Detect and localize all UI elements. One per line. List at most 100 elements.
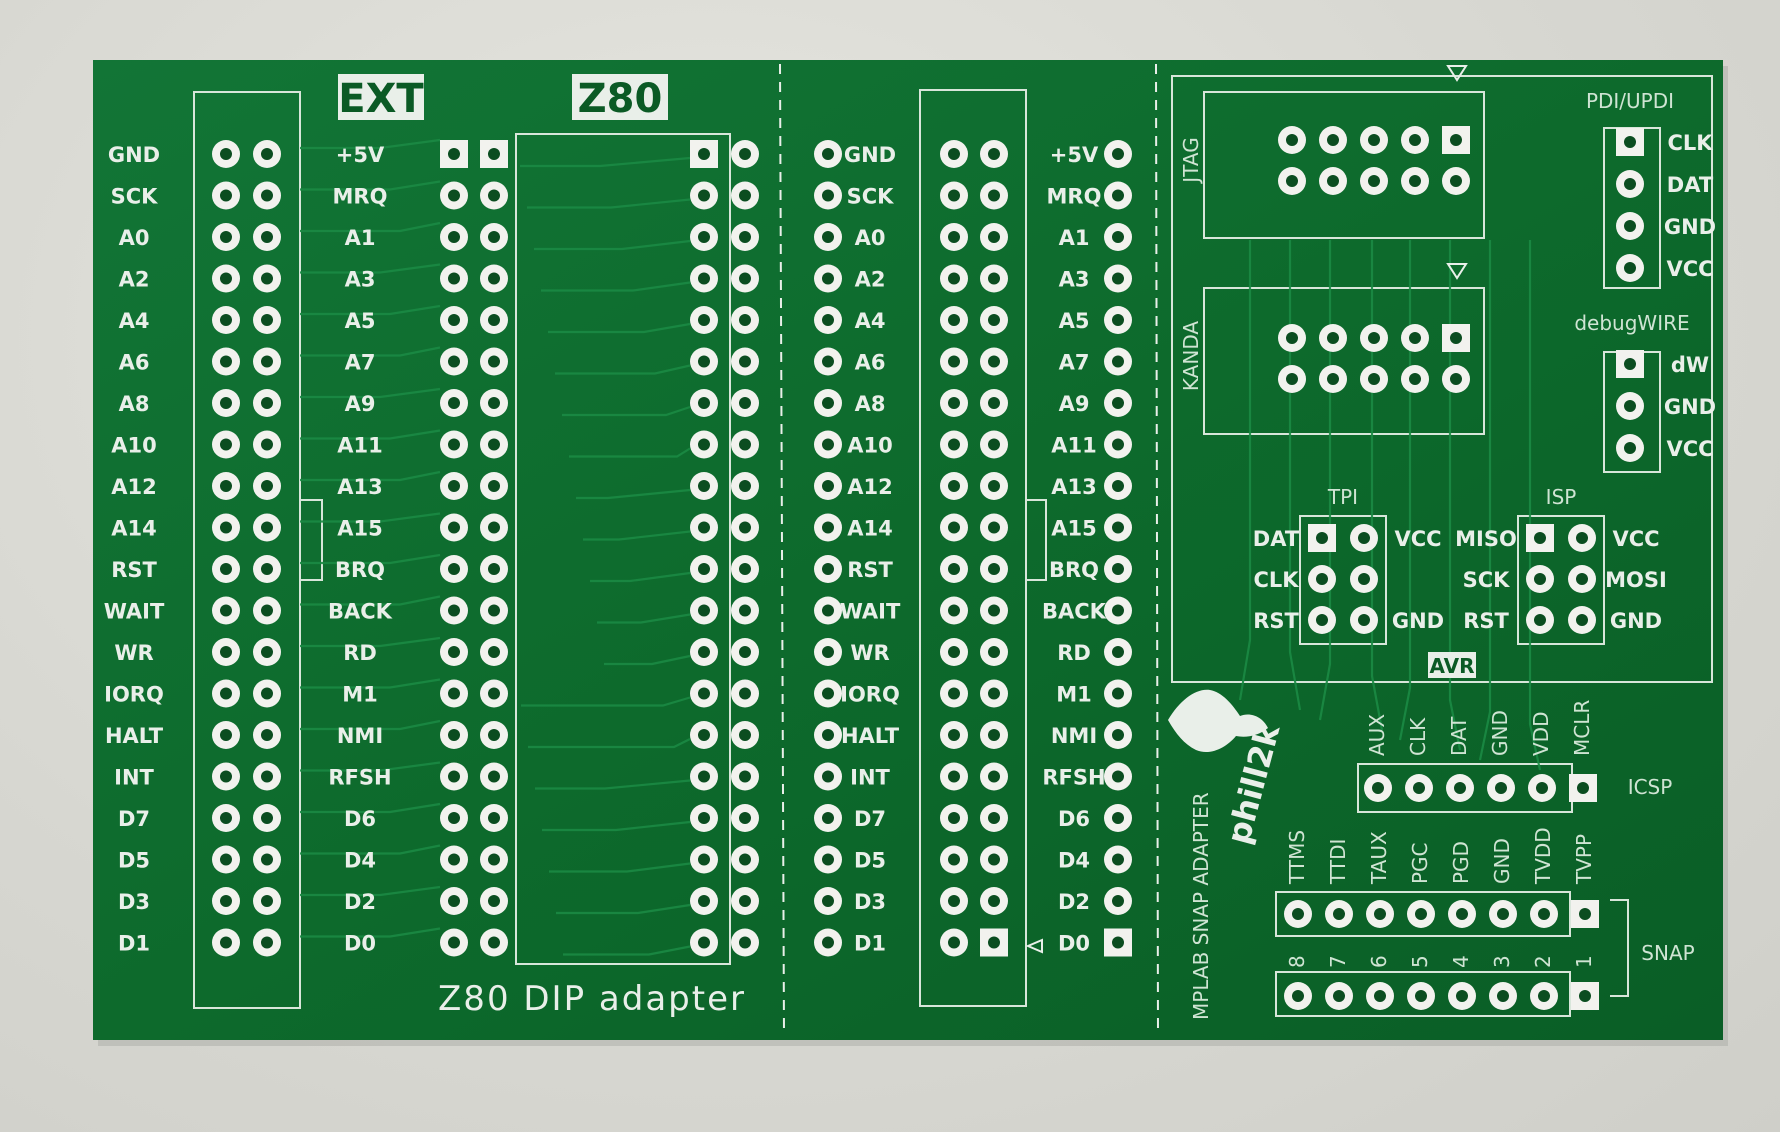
mid-header-pin xyxy=(980,181,1008,210)
ext-pin xyxy=(253,845,281,874)
kanda-pin xyxy=(1360,365,1388,393)
snap-pin xyxy=(1530,900,1558,928)
isp-pin xyxy=(1568,524,1596,552)
ext-pin xyxy=(212,596,240,625)
mid-right-pin xyxy=(1104,679,1132,708)
mid-left-pin xyxy=(814,264,842,293)
mid-label-left: GND xyxy=(844,143,896,167)
mid-header-pin xyxy=(980,430,1008,459)
z80-pin xyxy=(731,140,759,168)
pcb-board xyxy=(93,60,1723,1040)
ext-label-right: A1 xyxy=(345,226,376,250)
mid-header-pin xyxy=(980,264,1008,293)
z80-pin xyxy=(731,513,759,542)
kanda-pin xyxy=(1442,365,1470,393)
jtag-pin1-marker xyxy=(1446,65,1468,82)
mid-left-pin xyxy=(814,928,842,957)
ext-label-right: MRQ xyxy=(333,185,388,209)
mid-right-pin xyxy=(1104,845,1132,874)
z80-pin xyxy=(690,223,718,251)
z80-label-box xyxy=(572,74,668,120)
inner-pin xyxy=(440,306,468,334)
ext-label-left: WR xyxy=(114,641,153,665)
z80-pin xyxy=(690,264,718,293)
z80-pin xyxy=(731,887,759,915)
mid-left-pin xyxy=(814,887,842,915)
inner-pin xyxy=(480,845,508,874)
mid-pin1-marker xyxy=(1025,938,1043,954)
jtag-pin xyxy=(1360,167,1388,195)
snap-label: SNAP xyxy=(1641,941,1694,965)
mid-label-right: A9 xyxy=(1059,392,1090,416)
snap-pin xyxy=(1407,982,1435,1010)
mid-left-pin xyxy=(814,181,842,210)
mid-header-pin xyxy=(940,347,968,376)
ext-pin xyxy=(212,845,240,874)
mid-label-right: D6 xyxy=(1058,807,1090,831)
tpi-pin xyxy=(1308,565,1336,593)
z80-pin xyxy=(731,762,759,791)
snap-pin-number: 6 xyxy=(1367,955,1391,968)
ext-label-right: D2 xyxy=(344,890,376,914)
z80-pin xyxy=(731,306,759,334)
ext-label-left: HALT xyxy=(105,724,164,748)
isp-pin xyxy=(1526,565,1554,593)
ext-pin xyxy=(253,140,281,168)
ext-label-right: A7 xyxy=(345,351,376,375)
inner-pin xyxy=(480,721,508,749)
mid-label-left: WAIT xyxy=(840,600,901,624)
dw-pin-label: GND xyxy=(1664,395,1716,419)
ext-pin xyxy=(212,721,240,749)
mid-right-pin xyxy=(1104,472,1132,500)
mid-left-pin xyxy=(814,389,842,417)
inner-pin xyxy=(440,555,468,583)
icsp-pin-label: CLK xyxy=(1406,717,1430,756)
kanda-pin xyxy=(1319,365,1347,393)
snap-pin xyxy=(1530,982,1558,1010)
mid-header-pin xyxy=(980,721,1008,749)
avr-label-box xyxy=(1428,652,1476,678)
mid-left-pin xyxy=(814,140,842,168)
mid-left-pin xyxy=(814,472,842,500)
mid-header-pin xyxy=(940,638,968,666)
ext-pin xyxy=(253,223,281,251)
ext-label-left: A4 xyxy=(119,309,150,333)
ext-label-right: D0 xyxy=(344,932,376,956)
mid-header-pin xyxy=(940,513,968,542)
ext-pin xyxy=(212,389,240,417)
inner-pin xyxy=(480,140,508,168)
z80-pin xyxy=(731,679,759,708)
tpi-pin xyxy=(1350,606,1378,634)
z80-pin xyxy=(690,679,718,708)
z80-pin xyxy=(690,389,718,417)
mid-left-pin xyxy=(814,223,842,251)
z80-pin xyxy=(731,264,759,293)
ext-pin xyxy=(253,804,281,832)
kanda-pin xyxy=(1401,365,1429,393)
z80-pin xyxy=(731,928,759,957)
inner-pin xyxy=(440,347,468,376)
inner-pin xyxy=(440,389,468,417)
kanda-pin xyxy=(1278,365,1306,393)
mid-label-left: INT xyxy=(850,766,890,790)
snap-pin xyxy=(1325,900,1353,928)
jtag-pin xyxy=(1401,126,1429,154)
inner-pin xyxy=(480,928,508,957)
tpi-pin xyxy=(1308,606,1336,634)
jtag-pin xyxy=(1319,167,1347,195)
inner-pin xyxy=(440,638,468,666)
ext-pin xyxy=(212,140,240,168)
snap-pin-label: TAUX xyxy=(1367,831,1391,885)
tpi-label: TPI xyxy=(1327,485,1358,509)
mid-label-left: IORQ xyxy=(840,683,900,707)
ext-label-right: RFSH xyxy=(328,766,391,790)
inner-pin xyxy=(440,264,468,293)
mid-label-right: BRQ xyxy=(1049,558,1099,582)
z80-pin xyxy=(690,140,718,168)
snap-pin-label: PGD xyxy=(1449,841,1473,884)
mid-header-pin xyxy=(980,887,1008,915)
kanda-pin xyxy=(1319,324,1347,352)
mid-header-pin xyxy=(940,306,968,334)
jtag-label: JTAG xyxy=(1179,137,1203,184)
